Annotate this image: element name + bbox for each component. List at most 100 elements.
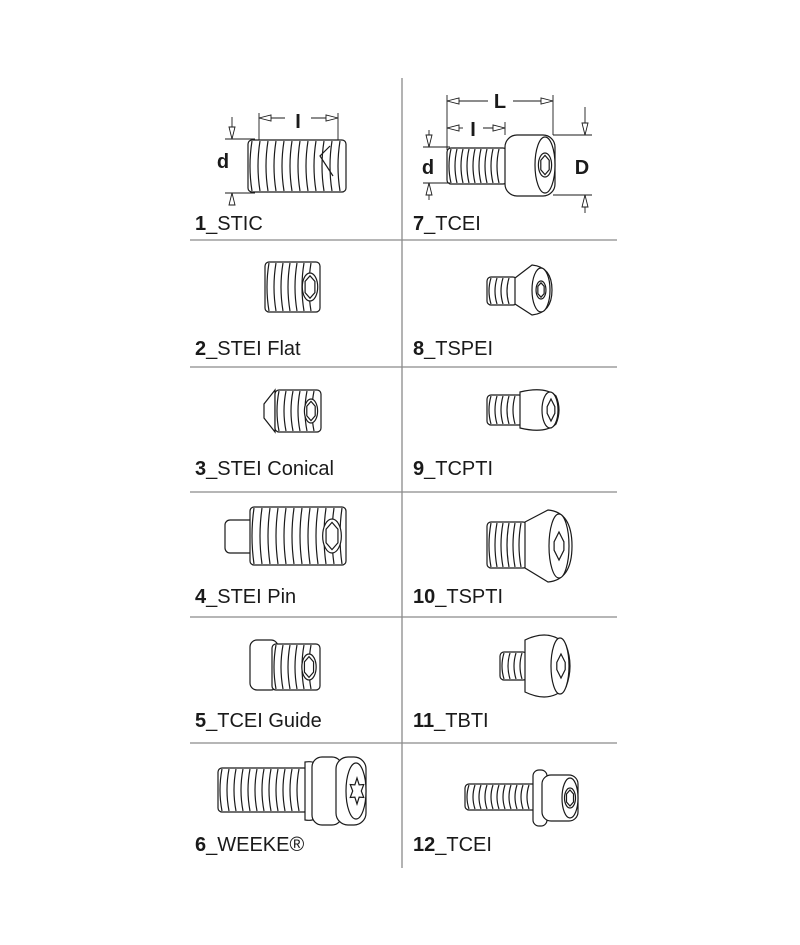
torx-socket-icon [546,397,556,423]
thread-line [466,148,470,184]
thread-line [249,140,253,192]
label-8: 8_TSPEI [413,338,493,360]
arrow-icon [581,194,589,208]
dimension-d-label: d [217,151,229,173]
thread-line [219,768,223,812]
thread-line [275,507,279,565]
thread-body [249,506,347,566]
thread-line [494,277,498,305]
label-1: 1_STIC [195,213,263,235]
thread-line [275,768,279,812]
thread-line [273,262,277,312]
thread-line [472,148,476,184]
torx-socket-icon [349,776,365,806]
arrow-icon [228,126,236,140]
thread-line [283,507,287,565]
thread-line [478,148,482,184]
thread-line [506,395,510,425]
hex-socket-icon [537,281,545,299]
label-4: 4_STEI Pin [195,586,296,608]
thread-line [526,784,530,810]
arrow-icon [425,134,433,148]
screw-3-stei-conical [263,388,322,434]
grid-lines [190,78,617,868]
thread-line [289,140,293,192]
thread-line [460,148,464,184]
arrow-icon [540,97,554,105]
thread-line [266,262,270,312]
thread-line [297,390,301,432]
screw-9-tcpti [486,389,560,431]
thread-line [307,507,311,565]
thread-line [500,395,504,425]
thread-line [296,768,300,812]
thread-line [512,395,516,425]
arrow-icon [492,124,506,132]
label-3: 3_STEI Conical [195,458,334,480]
thread-line [282,768,286,812]
thread-body [247,139,347,193]
thread-line [280,262,284,312]
thread-line [283,390,287,432]
thread-line [502,784,506,810]
thread-line [513,652,517,680]
thread-line [268,768,272,812]
thread-line [337,140,341,192]
dimension-D-label: D [575,157,589,179]
hex-socket-icon [304,274,316,300]
torx-socket-icon [553,530,565,562]
thread-line [281,140,285,192]
thread-line [289,768,293,812]
thread-line [488,522,492,568]
thread-line [273,140,277,192]
thread-line [276,390,280,432]
screw-1-stic [247,139,347,193]
thread-line [321,140,325,192]
thread-line [273,644,277,690]
screw-7-tcei [446,134,556,197]
arrow-icon [446,97,460,105]
thread-line [294,262,298,312]
label-2: 2_STEI Flat [195,338,301,360]
slot-icon [319,145,334,177]
thread-line [501,652,505,680]
thread-line [488,395,492,425]
thread-line [305,140,309,192]
hex-socket-icon [303,655,315,679]
thread-line [496,784,500,810]
thread-line [478,784,482,810]
dimension-l-label: I [470,119,476,141]
thread-line [484,784,488,810]
thread-line [496,148,500,184]
thread-line [265,140,269,192]
label-5: 5_TCEI Guide [195,710,322,732]
thread-line [233,768,237,812]
thread-line [261,768,265,812]
thread-line [507,652,511,680]
thread-line [287,262,291,312]
thread-line [490,784,494,810]
thread-line [500,277,504,305]
screw-8-tspei [486,264,553,316]
hex-socket-icon [325,521,339,551]
thread-line [466,784,470,810]
thread-line [313,140,317,192]
arrow-icon [325,114,339,122]
thread-line [267,507,271,565]
thread-line [294,644,298,690]
thread-line [315,507,319,565]
thread-line [259,507,263,565]
thread-line [448,148,452,184]
label-7: 7_TCEI [413,213,481,235]
arrow-icon [446,124,460,132]
thread-line [291,507,295,565]
screw-10-tspti [486,509,573,583]
thread-line [254,768,258,812]
screw-2-stei-flat [264,261,321,313]
screw-4-stei-pin [224,506,347,566]
thread-line [484,148,488,184]
thread-body [464,783,538,811]
thread-line [257,140,261,192]
thread-line [500,522,504,568]
